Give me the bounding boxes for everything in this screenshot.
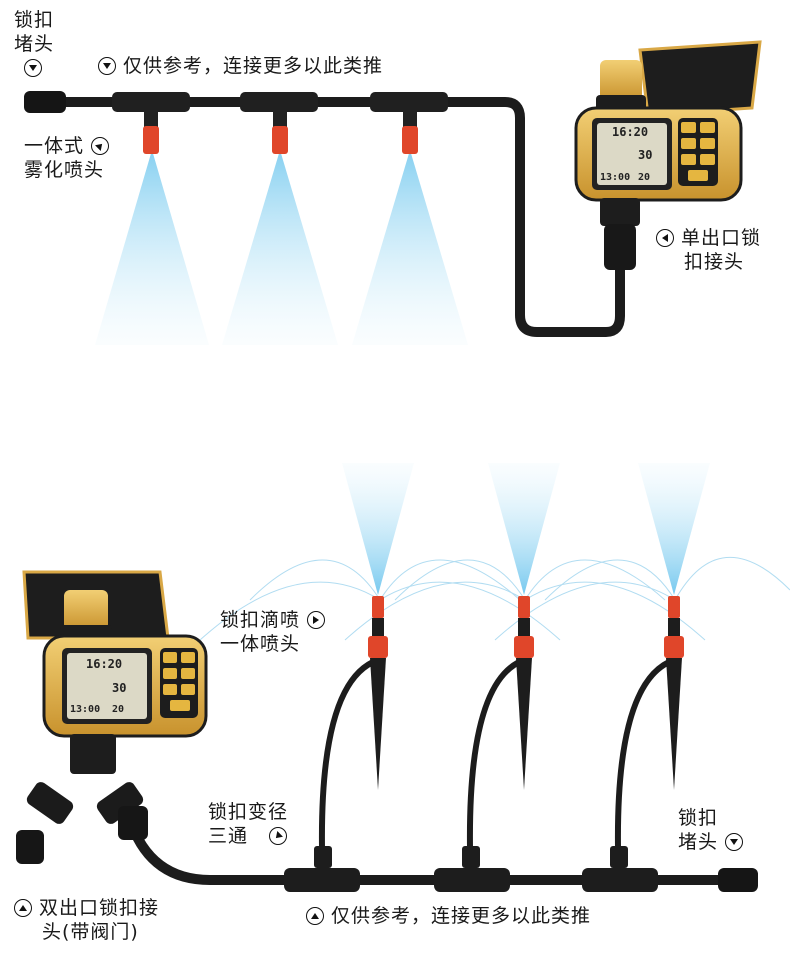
arrow-down-icon xyxy=(24,59,42,77)
arrow-right-icon xyxy=(307,611,326,629)
svg-text:20: 20 xyxy=(112,704,124,715)
top-mist-unit-2 xyxy=(222,92,338,345)
arrow-up-icon xyxy=(14,899,32,917)
top-mist-nozzle-label: 一体式 雾化喷头 xyxy=(24,134,110,182)
top-outlet-connector-label: 单出口锁 扣接头 xyxy=(656,226,761,274)
top-end-cap-label: 锁扣 堵头 xyxy=(14,8,54,80)
svg-text:30: 30 xyxy=(112,681,126,695)
bottom-reducing-tee-label: 锁扣变径 三通 xyxy=(208,801,289,847)
bottom-dual-outlet-label: 双出口锁扣接 头(带阀门) xyxy=(14,896,159,944)
bottom-drip-nozzle-label: 锁扣滴喷 一体喷头 xyxy=(220,608,326,656)
top-timer xyxy=(574,40,762,270)
bottom-end-cap xyxy=(718,868,758,892)
arrow-left-icon xyxy=(656,229,674,247)
svg-text:20: 20 xyxy=(638,172,650,183)
arrow-down-left-icon xyxy=(269,827,288,845)
arrow-down-icon xyxy=(98,57,116,75)
svg-text:16:20: 16:20 xyxy=(612,125,648,139)
bottom-timer xyxy=(16,570,208,864)
bottom-drip-unit-2 xyxy=(462,463,560,868)
top-end-cap xyxy=(24,91,66,113)
top-tube xyxy=(35,97,625,337)
bottom-drip-unit-3 xyxy=(610,463,710,868)
svg-text:16:20: 16:20 xyxy=(86,657,122,671)
top-timer-lcd: 16:20 30 13:00 20 xyxy=(600,125,652,183)
top-system: 16:20 30 13:00 20 xyxy=(24,40,762,345)
top-mist-unit-3 xyxy=(352,92,468,345)
bottom-timer-lcd: 16:20 30 13:00 20 xyxy=(70,657,126,715)
bottom-system: 16:20 30 13:00 20 xyxy=(16,463,790,892)
top-note: 仅供参考，连接更多以此类推 xyxy=(98,54,383,78)
svg-text:30: 30 xyxy=(638,148,652,162)
bottom-drip-unit-1 xyxy=(314,463,414,868)
svg-text:13:00: 13:00 xyxy=(600,172,630,183)
bottom-end-cap-label: 锁扣 堵头 xyxy=(678,806,744,854)
arrow-up-right-icon xyxy=(91,137,110,155)
arrow-up-icon xyxy=(306,907,324,925)
svg-text:13:00: 13:00 xyxy=(70,704,100,715)
arrow-down-icon xyxy=(725,833,744,851)
bottom-note: 仅供参考，连接更多以此类推 xyxy=(306,904,591,928)
top-mist-unit-1 xyxy=(95,92,209,345)
